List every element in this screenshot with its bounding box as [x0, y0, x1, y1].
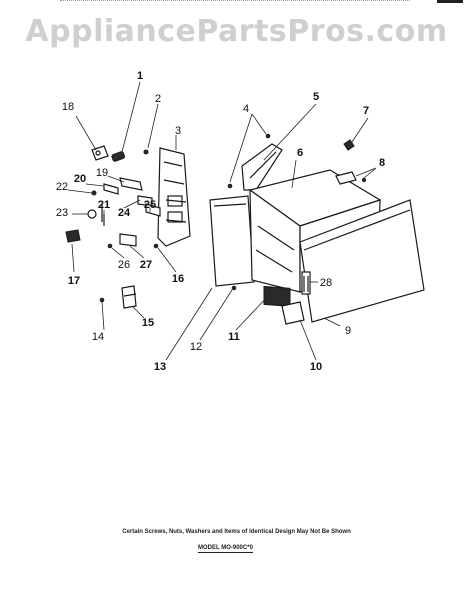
callout-25: 25: [144, 199, 156, 211]
part-9-door[interactable]: [299, 199, 425, 323]
callout-9: 9: [345, 325, 351, 337]
part-18-bracket[interactable]: [91, 145, 109, 161]
part-14-screw[interactable]: [99, 297, 105, 303]
part-1-switch[interactable]: [111, 151, 125, 162]
callout-17: 17: [68, 275, 80, 287]
callout-13: 13: [154, 361, 166, 373]
site-watermark: AppliancePartsPros.com: [25, 14, 448, 49]
callout-10: 10: [310, 361, 322, 373]
part-10-panel[interactable]: [281, 301, 305, 325]
callout-15: 15: [142, 317, 154, 329]
corner-mark: [437, 0, 463, 3]
callout-26: 26: [118, 259, 130, 271]
part-19-25-switch-cluster[interactable]: [91, 177, 161, 226]
callout-12: 12: [190, 341, 202, 353]
callout-19: 19: [96, 167, 108, 179]
callout-20: 20: [74, 173, 86, 185]
part-23-knob[interactable]: [87, 209, 97, 219]
part-4-screw-b[interactable]: [265, 133, 271, 139]
callout-16: 16: [172, 273, 184, 285]
part-16-screw[interactable]: [153, 243, 159, 249]
diagram-footnote: Certain Screws, Nuts, Washers and Items …: [122, 529, 351, 535]
part-7-cap[interactable]: [343, 139, 355, 151]
callout-7: 7: [363, 105, 369, 117]
callout-28: 28: [320, 277, 332, 289]
top-edge-line: [60, 0, 410, 3]
callout-1: 1: [137, 70, 143, 82]
model-number: MODEL MO-900C*0: [198, 545, 253, 553]
part-5-bracket[interactable]: [241, 143, 283, 191]
callout-3: 3: [175, 125, 181, 137]
callout-18: 18: [62, 101, 74, 113]
callout-8: 8: [379, 157, 385, 169]
callout-27: 27: [140, 259, 152, 271]
callout-22: 22: [56, 181, 68, 193]
part-3-control-panel[interactable]: [157, 147, 191, 247]
callout-21: 21: [98, 199, 110, 211]
part-15-bracket[interactable]: [121, 285, 137, 309]
part-12-screw[interactable]: [231, 285, 237, 291]
callout-4: 4: [243, 103, 249, 115]
callout-23: 23: [56, 207, 68, 219]
callout-24: 24: [118, 207, 131, 219]
callout-6: 6: [297, 147, 303, 159]
leader-lines: [67, 81, 377, 361]
callout-2: 2: [155, 93, 161, 105]
part-13-side-wall[interactable]: [209, 195, 255, 287]
part-2-screw[interactable]: [143, 149, 149, 155]
callout-5: 5: [313, 91, 319, 103]
part-28-handle[interactable]: [301, 271, 311, 295]
part-4-screw-a[interactable]: [227, 183, 233, 189]
part-26-27-relay[interactable]: [107, 233, 137, 249]
part-8-hinge[interactable]: [335, 171, 367, 185]
callout-11: 11: [228, 331, 240, 343]
part-17-connector[interactable]: [65, 229, 81, 243]
callout-14: 14: [92, 331, 104, 343]
